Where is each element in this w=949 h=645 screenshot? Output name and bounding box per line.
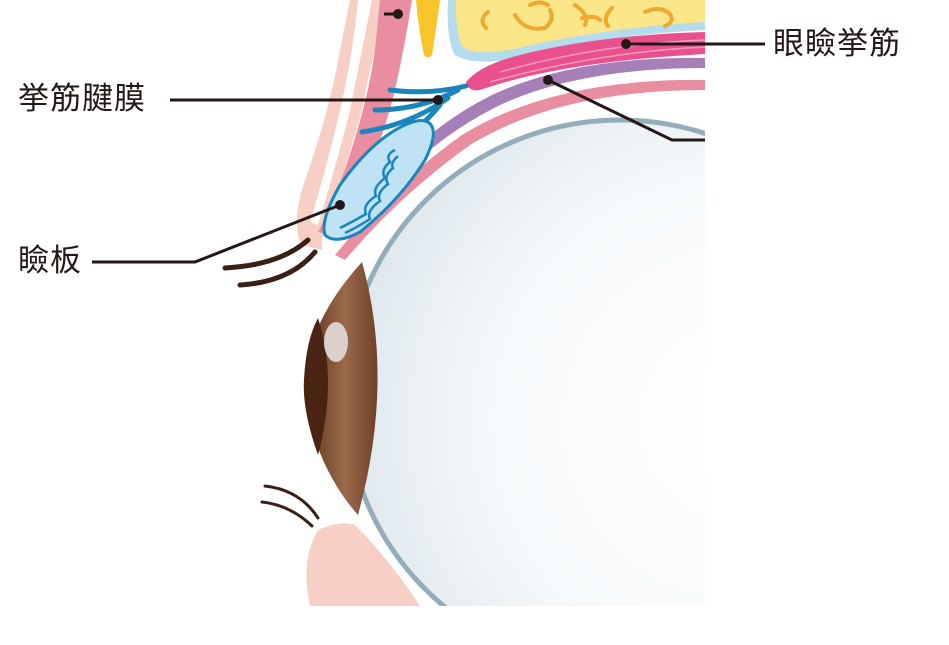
fat-veins — [480, 0, 674, 31]
orbicularis-muscle — [318, 0, 412, 235]
label-tarsal-plate: 瞼板 — [18, 243, 82, 279]
pupil — [303, 318, 328, 455]
lower-eyelashes — [260, 484, 320, 528]
meibomian-gland — [339, 148, 396, 230]
orbital-fat — [455, 0, 705, 53]
lower-eyelid — [306, 523, 420, 606]
conjunctiva — [335, 79, 705, 260]
label-levator-muscle: 眼瞼挙筋 — [773, 26, 901, 62]
leader-lines — [92, 12, 765, 264]
iris — [304, 262, 378, 515]
muller-muscle — [422, 57, 705, 151]
upper-eyelashes — [222, 237, 318, 288]
orbital-septum — [416, 0, 440, 58]
corneal-highlight — [324, 322, 348, 362]
tarsal-plate — [322, 119, 435, 241]
eyeball — [342, 117, 705, 606]
leader-dots — [335, 9, 631, 210]
label-levator-aponeurosis: 挙筋腱膜 — [18, 81, 146, 117]
